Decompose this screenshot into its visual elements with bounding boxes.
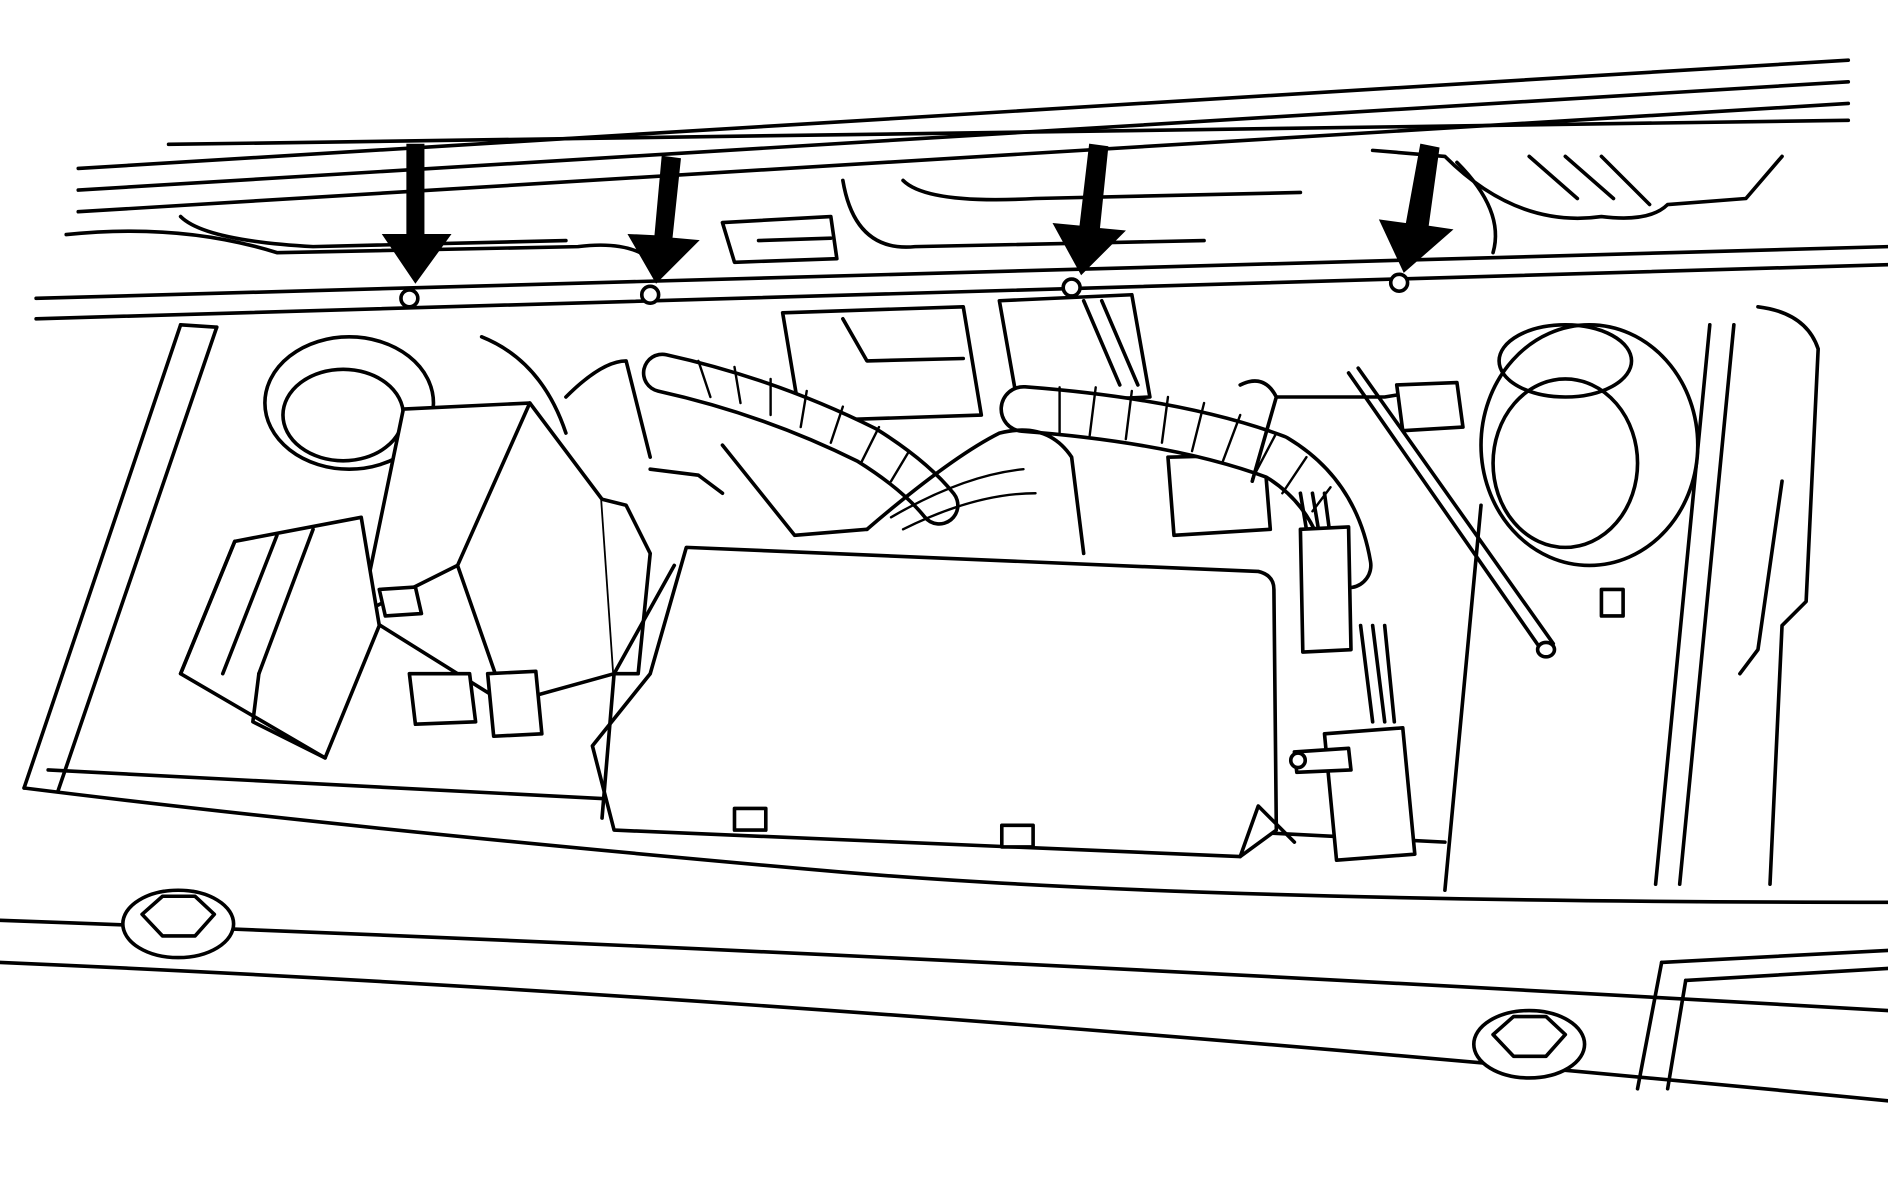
down-arrow-icon bbox=[1378, 143, 1454, 273]
wiring-harness bbox=[479, 335, 1625, 724]
down-arrow-icon bbox=[1052, 143, 1126, 276]
bolt-icon bbox=[1061, 277, 1082, 298]
bolt-icon bbox=[121, 888, 236, 960]
fasteners bbox=[399, 272, 1410, 309]
background-components bbox=[648, 292, 1273, 538]
down-arrow-icon bbox=[627, 155, 700, 284]
relay-box bbox=[178, 401, 653, 760]
down-arrow-icon bbox=[381, 143, 452, 284]
bolt-icon bbox=[1388, 272, 1410, 293]
grommets bbox=[263, 323, 1700, 568]
bolt-icon bbox=[399, 288, 420, 309]
callout-arrows bbox=[381, 143, 1454, 284]
bolt-icon bbox=[639, 284, 661, 305]
lower-panel bbox=[0, 888, 1888, 1103]
bolt-icon bbox=[1471, 1008, 1587, 1080]
upper-cowl-panel bbox=[34, 58, 1888, 321]
control-module bbox=[590, 545, 1417, 862]
